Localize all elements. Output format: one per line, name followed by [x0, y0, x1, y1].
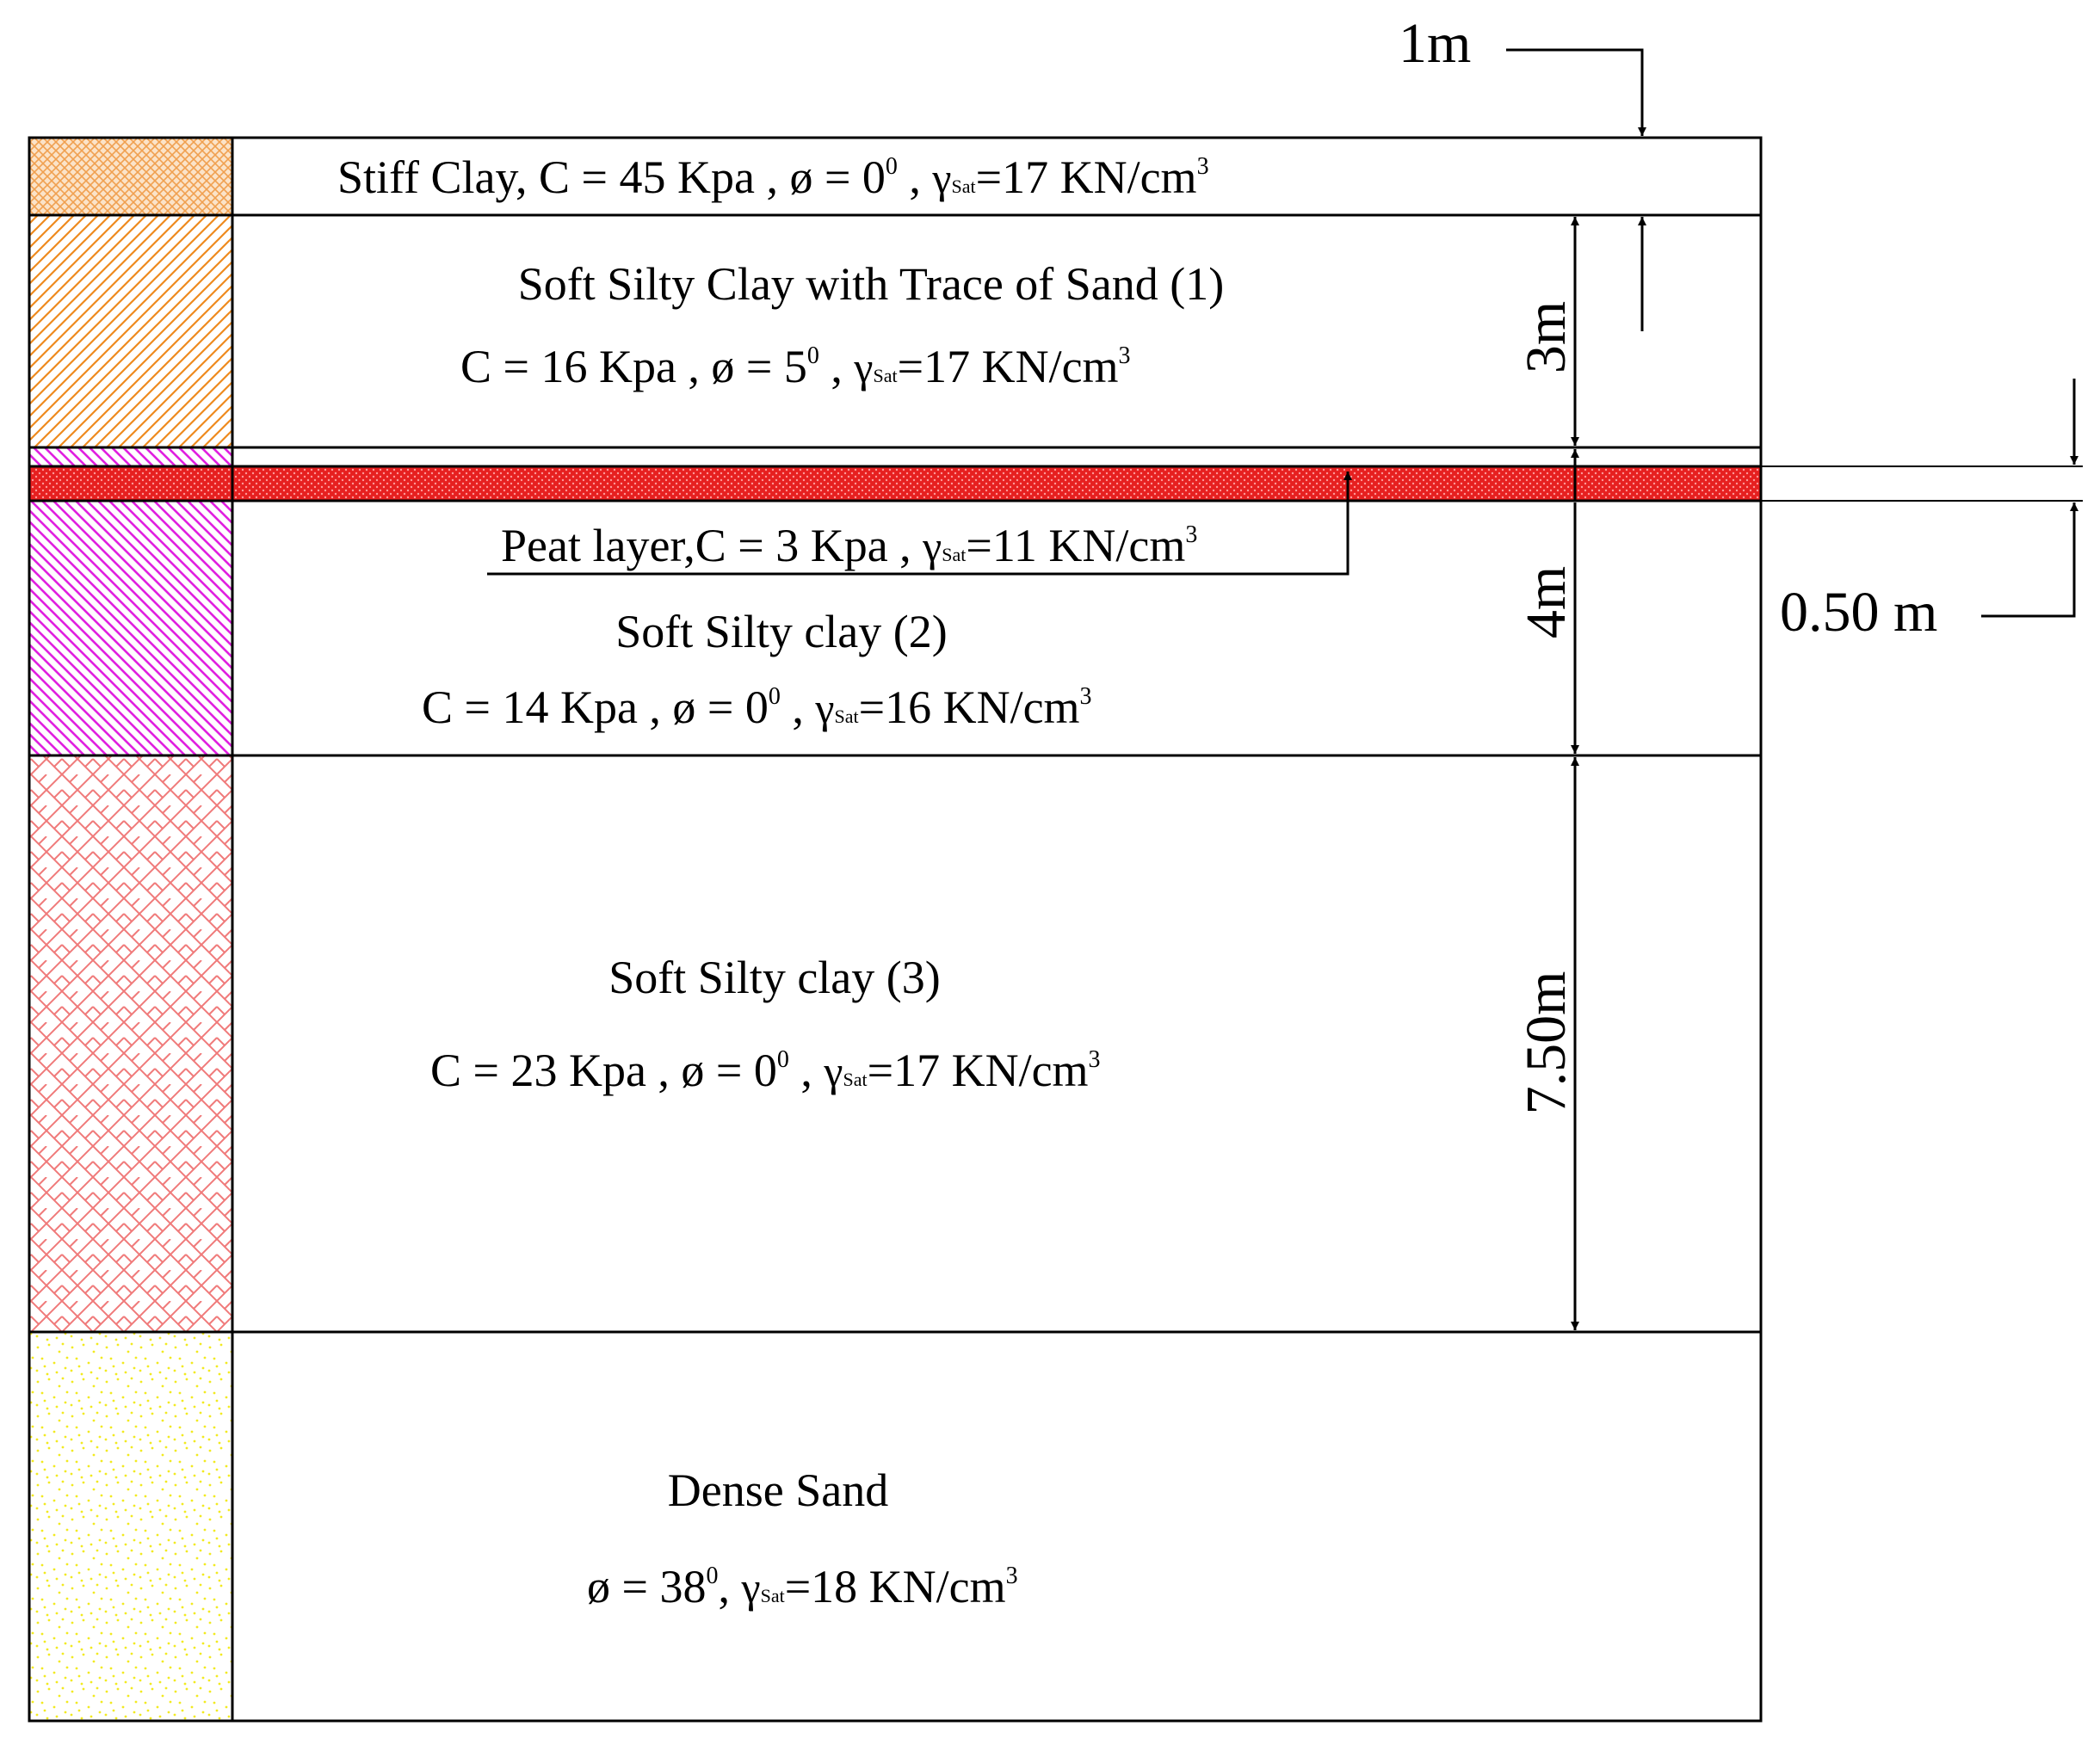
dim-label-0-50m: 0.50 m — [1780, 581, 1937, 644]
dense-sand-title: Dense Sand — [668, 1464, 888, 1516]
dim-label-3m: 3m — [1515, 301, 1578, 373]
soft-clay-3-title: Soft Silty clay (3) — [608, 952, 940, 1003]
hatch-soft-clay-3 — [29, 755, 232, 1332]
peat-layer-label: Peat layer,C = 3 Kpa , γSat=11 KN/cm3 — [501, 520, 1197, 571]
soft-clay-1-title: Soft Silty Clay with Trace of Sand (1) — [518, 258, 1225, 310]
peat-layer-band — [29, 466, 1761, 501]
soft-clay-2-properties: C = 14 Kpa , ø = 00 , γSat=16 KN/cm3 — [422, 681, 1092, 733]
stiff-clay-label: Stiff Clay, C = 45 Kpa , ø = 00 , γSat=1… — [337, 151, 1209, 203]
soft-clay-2-title: Soft Silty clay (2) — [615, 606, 947, 657]
dim-label-4m: 4m — [1515, 566, 1578, 638]
hatch-dense-sand — [29, 1332, 232, 1721]
soft-clay-1-properties: C = 16 Kpa , ø = 50 , γSat=17 KN/cm3 — [460, 341, 1131, 392]
dense-sand-properties: ø = 380, γSat=18 KN/cm3 — [587, 1561, 1018, 1612]
layer-boundaries — [28, 136, 1763, 1723]
dim-label-7-50m: 7.50m — [1515, 971, 1578, 1115]
soft-clay-3-properties: C = 23 Kpa , ø = 00 , γSat=17 KN/cm3 — [430, 1045, 1101, 1096]
dim-label-1m: 1m — [1399, 12, 1471, 75]
hatch-stiff-clay — [29, 138, 232, 215]
hatch-soft-clay-1 — [29, 215, 232, 447]
dimension-lines — [487, 48, 2083, 1330]
